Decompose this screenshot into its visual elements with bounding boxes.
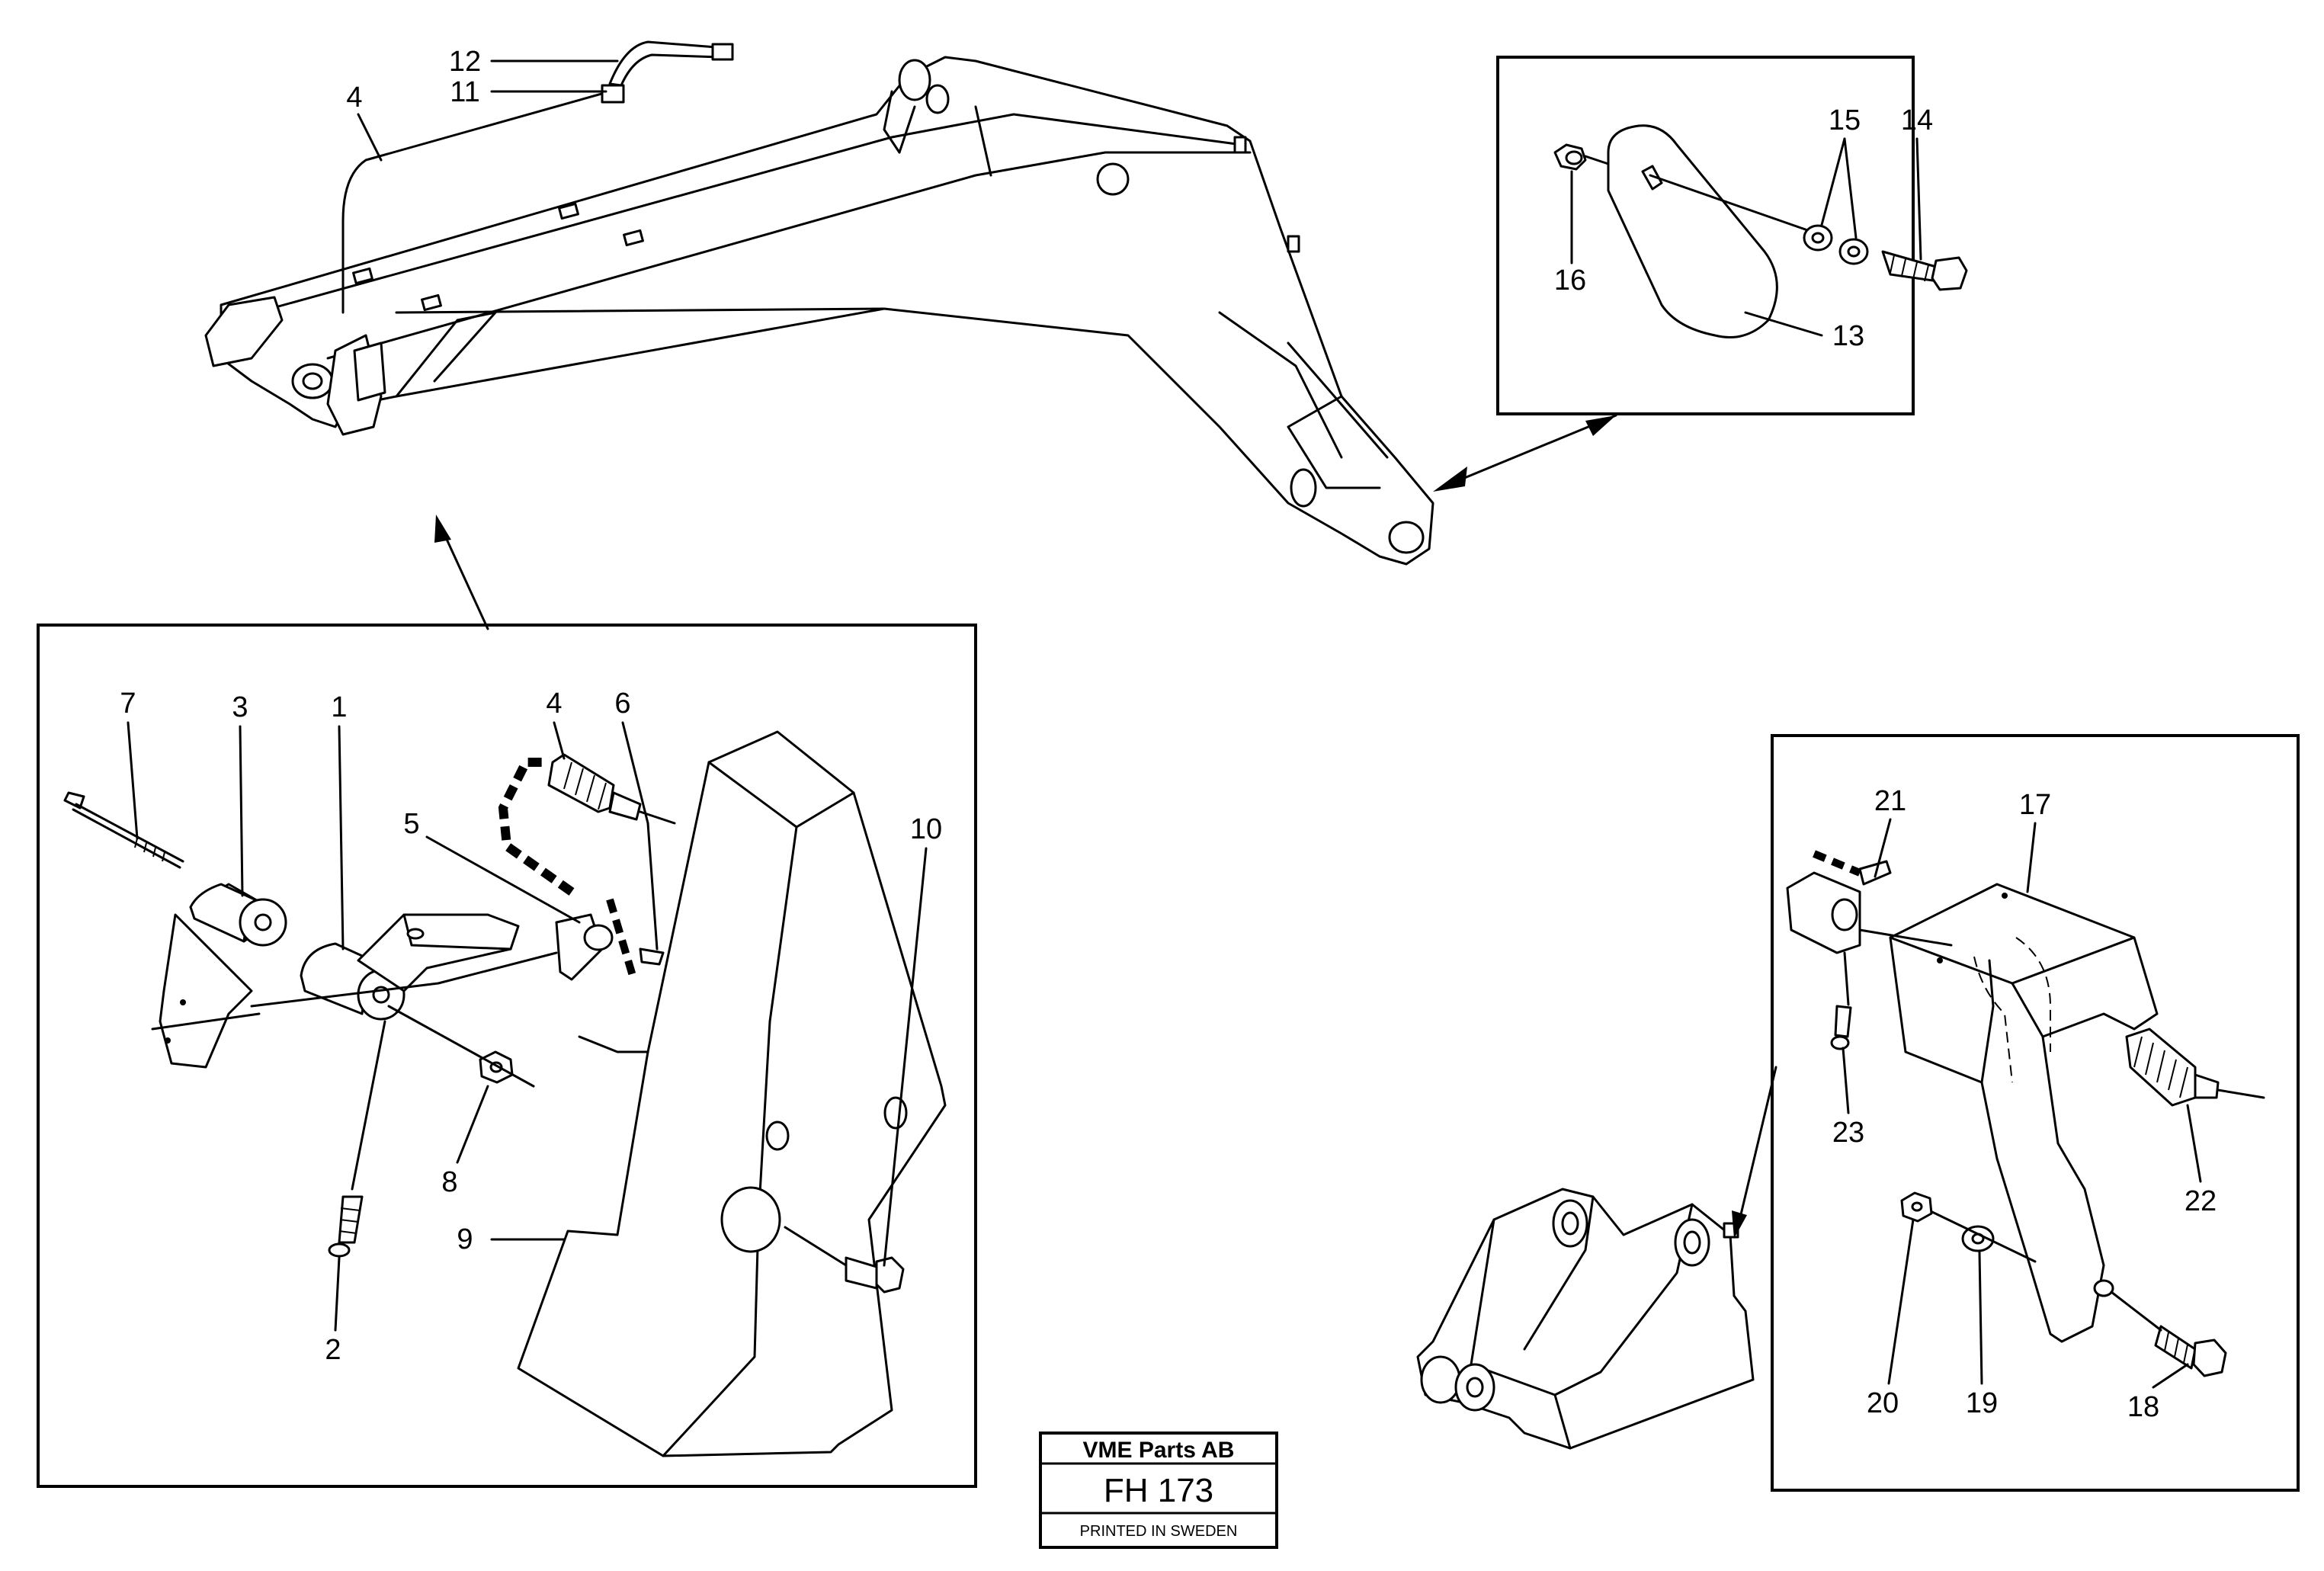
detail-box-top-right bbox=[1496, 56, 1915, 415]
callout-5: 5 bbox=[403, 808, 419, 840]
callout-16: 16 bbox=[1554, 265, 1586, 297]
callout-20: 20 bbox=[1867, 1387, 1899, 1419]
right-parts bbox=[1786, 850, 2265, 1377]
title-block-code: FH 173 bbox=[1104, 1472, 1213, 1509]
callout-7: 7 bbox=[120, 688, 136, 720]
callout-11: 11 bbox=[450, 76, 479, 108]
callout-21: 21 bbox=[1874, 785, 1906, 817]
callouts-top: 12 11 4 bbox=[346, 46, 619, 162]
callout-14: 14 bbox=[1901, 104, 1933, 136]
callouts-left: 7 3 1 4 6 5 10 8 9 2 bbox=[120, 688, 942, 1366]
callout-4-top: 4 bbox=[346, 82, 362, 114]
left-parts bbox=[63, 730, 947, 1457]
boom-drawing bbox=[204, 40, 1434, 566]
callout-22: 22 bbox=[2185, 1185, 2217, 1217]
callout-23: 23 bbox=[1832, 1117, 1864, 1149]
callout-19: 19 bbox=[1966, 1387, 1998, 1419]
callout-4-left: 4 bbox=[546, 688, 562, 720]
callout-9: 9 bbox=[457, 1223, 473, 1255]
callout-2: 2 bbox=[325, 1334, 341, 1366]
callout-17: 17 bbox=[2019, 789, 2051, 821]
callout-18: 18 bbox=[2127, 1391, 2159, 1423]
callout-12: 12 bbox=[449, 46, 481, 78]
callouts-right: 21 17 23 22 20 19 18 bbox=[1832, 785, 2217, 1423]
callout-13: 13 bbox=[1832, 320, 1864, 352]
title-block-company: VME Parts AB bbox=[1083, 1438, 1235, 1463]
detail-box-right bbox=[1771, 734, 2300, 1492]
callout-3: 3 bbox=[232, 691, 248, 723]
callout-15: 15 bbox=[1829, 104, 1861, 136]
right-boom-fragment bbox=[1416, 1188, 1755, 1450]
callout-6: 6 bbox=[614, 688, 630, 720]
callouts-top-right: 15 14 16 13 bbox=[1554, 104, 1933, 352]
callout-10: 10 bbox=[910, 813, 942, 845]
callout-8: 8 bbox=[441, 1166, 457, 1198]
title-block-footer: PRINTED IN SWEDEN bbox=[1080, 1523, 1238, 1540]
detail-box-left bbox=[37, 624, 977, 1488]
callout-1: 1 bbox=[331, 691, 347, 723]
title-block: VME Parts AB FH 173 PRINTED IN SWEDEN bbox=[1039, 1432, 1278, 1549]
top-right-parts bbox=[1553, 124, 1968, 338]
